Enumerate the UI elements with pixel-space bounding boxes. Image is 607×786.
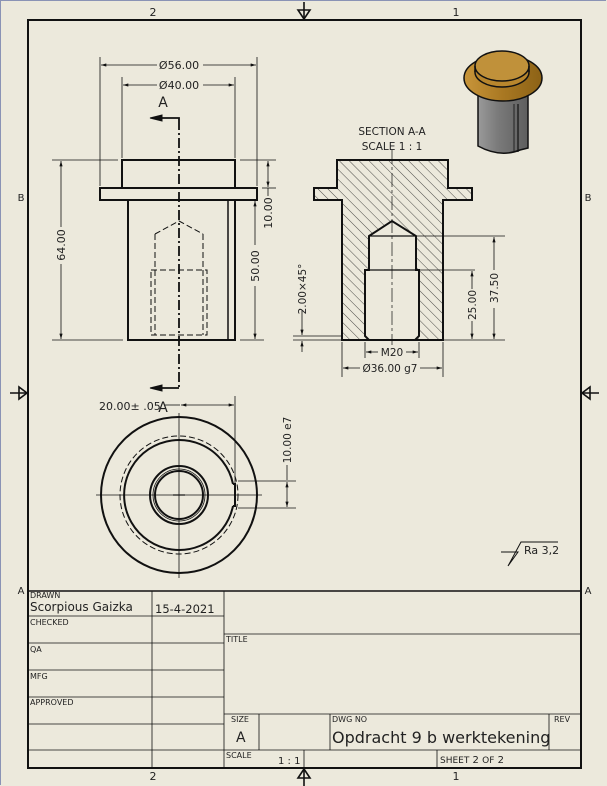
zone-label-top-2: 2: [150, 6, 157, 19]
dim-chamfer: 2.00×45°: [297, 264, 309, 315]
section-label-bottom: A: [158, 400, 168, 416]
dim-h50: 50.00: [249, 250, 262, 282]
section-scale: SCALE 1 : 1: [362, 141, 423, 153]
dim-key-width: 10.00 e7: [282, 417, 294, 464]
drawn-by: Scorpious Gaizka: [30, 600, 133, 614]
dim-d56: Ø56.00: [159, 59, 199, 72]
dwg-no-label: DWG NO: [332, 715, 368, 724]
dim-thread: M20: [381, 347, 403, 359]
dim-offset: 20.00± .05: [99, 400, 161, 413]
centering-mark-right: [580, 385, 599, 401]
iso-view-3d: [463, 50, 543, 154]
scale-value: 1 : 1: [278, 756, 301, 767]
dim-h10: 10.00: [262, 197, 275, 229]
zone-label-bottom-2: 2: [150, 770, 157, 783]
dim-d40: Ø40.00: [159, 79, 199, 92]
dim-h64: 64.00: [55, 229, 68, 261]
section-view: [293, 150, 505, 377]
zone-label-top-1: 1: [453, 6, 460, 19]
centering-mark-left: [10, 385, 29, 401]
size-value: A: [236, 730, 246, 746]
zone-label-left-b: B: [18, 193, 25, 204]
of-label: OF: [482, 756, 495, 766]
centering-mark-top: [296, 2, 312, 21]
title-block-grid: [28, 590, 581, 768]
drawn-date: 15-4-2021: [155, 602, 215, 616]
dim-d36: Ø36.00 g7: [362, 363, 417, 375]
sheet-label: SHEET: [440, 756, 470, 766]
mfg-label: MFG: [30, 672, 48, 681]
sheet-info: SHEET 2 OF 2: [440, 756, 504, 766]
section-label-top: A: [158, 95, 168, 111]
size-label: SIZE: [231, 715, 249, 724]
drawn-label: DRAWN: [30, 591, 61, 600]
section-title: SECTION A-A: [358, 126, 426, 138]
dim-h37: 37.50: [489, 273, 501, 303]
surface-finish-symbol: [501, 541, 558, 567]
top-view: [96, 396, 296, 578]
sheet-num: 2: [472, 755, 479, 766]
title-label: TITLE: [226, 635, 248, 644]
approved-label: APPROVED: [30, 698, 74, 707]
zone-label-right-b: B: [585, 193, 592, 204]
checked-label: CHECKED: [30, 618, 69, 627]
zone-label-left-a: A: [18, 586, 25, 597]
dwg-no-value: Opdracht 9 b werktekening: [332, 728, 551, 747]
front-view: [52, 57, 276, 392]
sheet-total: 2: [497, 755, 504, 766]
zone-label-bottom-1: 1: [453, 770, 460, 783]
dim-h25: 25.00: [467, 290, 479, 320]
rev-label: REV: [554, 715, 571, 724]
qa-label: QA: [30, 645, 42, 654]
surface-finish-value: Ra 3,2: [524, 544, 559, 557]
zone-label-right-a: A: [585, 586, 592, 597]
scale-label: SCALE: [226, 751, 252, 760]
centering-mark-bottom: [296, 767, 312, 786]
